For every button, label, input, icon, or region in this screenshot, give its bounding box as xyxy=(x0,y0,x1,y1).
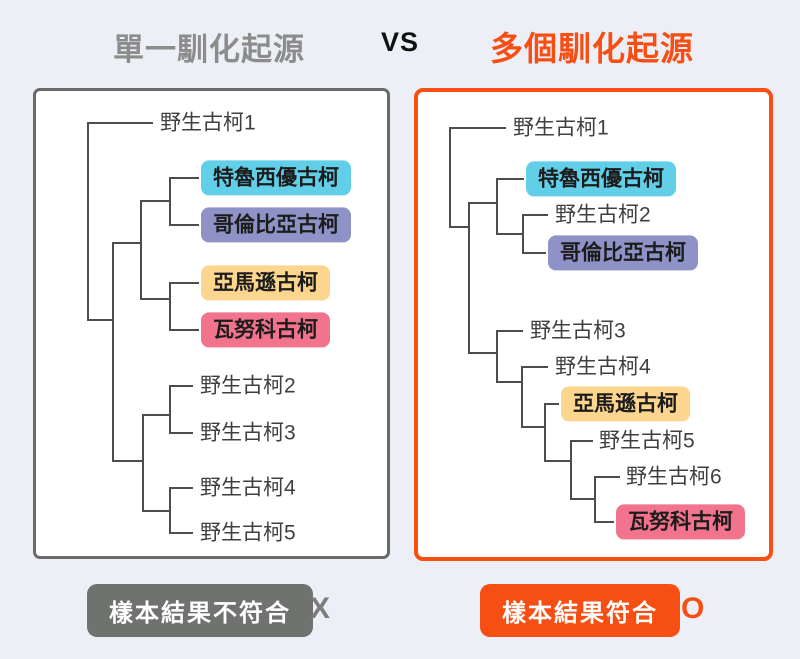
tree-leaf-huanuco-coca: 瓦努科古柯 xyxy=(201,312,330,348)
tree-leaf-wild-coca-5: 野生古柯5 xyxy=(599,429,695,453)
tree-leaf-wild-coca-1: 野生古柯1 xyxy=(513,116,609,140)
title-single-origin: 單一馴化起源 xyxy=(113,32,305,67)
tree-leaf-wild-coca-3: 野生古柯3 xyxy=(530,319,626,343)
single-origin-tree-lines xyxy=(87,122,199,534)
multiple-origin-panel: 野生古柯1 特魯西優古柯 野生古柯2 哥倫比亞古柯 野生古柯3 野生古柯4 亞馬… xyxy=(414,88,773,561)
title-multiple-origin: 多個馴化起源 xyxy=(490,30,694,67)
tree-leaf-amazon-coca: 亞馬遜古柯 xyxy=(201,265,330,301)
tree-leaf-wild-coca-1: 野生古柯1 xyxy=(160,111,256,135)
tree-leaf-colombia-coca: 哥倫比亞古柯 xyxy=(201,207,351,243)
tree-leaf-wild-coca-3: 野生古柯3 xyxy=(200,421,296,445)
match-o-mark: O xyxy=(681,592,705,625)
tree-leaf-huanuco-coca: 瓦努科古柯 xyxy=(616,504,745,540)
tree-leaf-wild-coca-6: 野生古柯6 xyxy=(626,465,722,489)
tree-leaf-colombia-coca: 哥倫比亞古柯 xyxy=(548,235,698,271)
verdict-badge-mismatch: 樣本結果不符合 xyxy=(87,584,313,637)
tree-leaf-wild-coca-4: 野生古柯4 xyxy=(555,355,651,379)
tree-leaf-wild-coca-5: 野生古柯5 xyxy=(200,521,296,545)
tree-leaf-wild-coca-4: 野生古柯4 xyxy=(200,476,296,500)
mismatch-x-mark: X xyxy=(310,592,331,625)
title-vs: VS xyxy=(381,27,420,57)
tree-leaf-trujillo-coca: 特魯西優古柯 xyxy=(201,160,351,196)
tree-leaf-trujillo-coca: 特魯西優古柯 xyxy=(526,161,676,197)
multiple-origin-tree-lines xyxy=(449,127,620,523)
tree-leaf-wild-coca-2: 野生古柯2 xyxy=(200,374,296,398)
single-origin-panel: 野生古柯1 特魯西優古柯 哥倫比亞古柯 亞馬遜古柯 瓦努科古柯 野生古柯2 野生… xyxy=(33,88,390,559)
tree-leaf-amazon-coca: 亞馬遜古柯 xyxy=(561,386,690,422)
verdict-badge-match: 樣本結果符合 xyxy=(480,584,680,637)
tree-leaf-wild-coca-2: 野生古柯2 xyxy=(555,203,651,227)
